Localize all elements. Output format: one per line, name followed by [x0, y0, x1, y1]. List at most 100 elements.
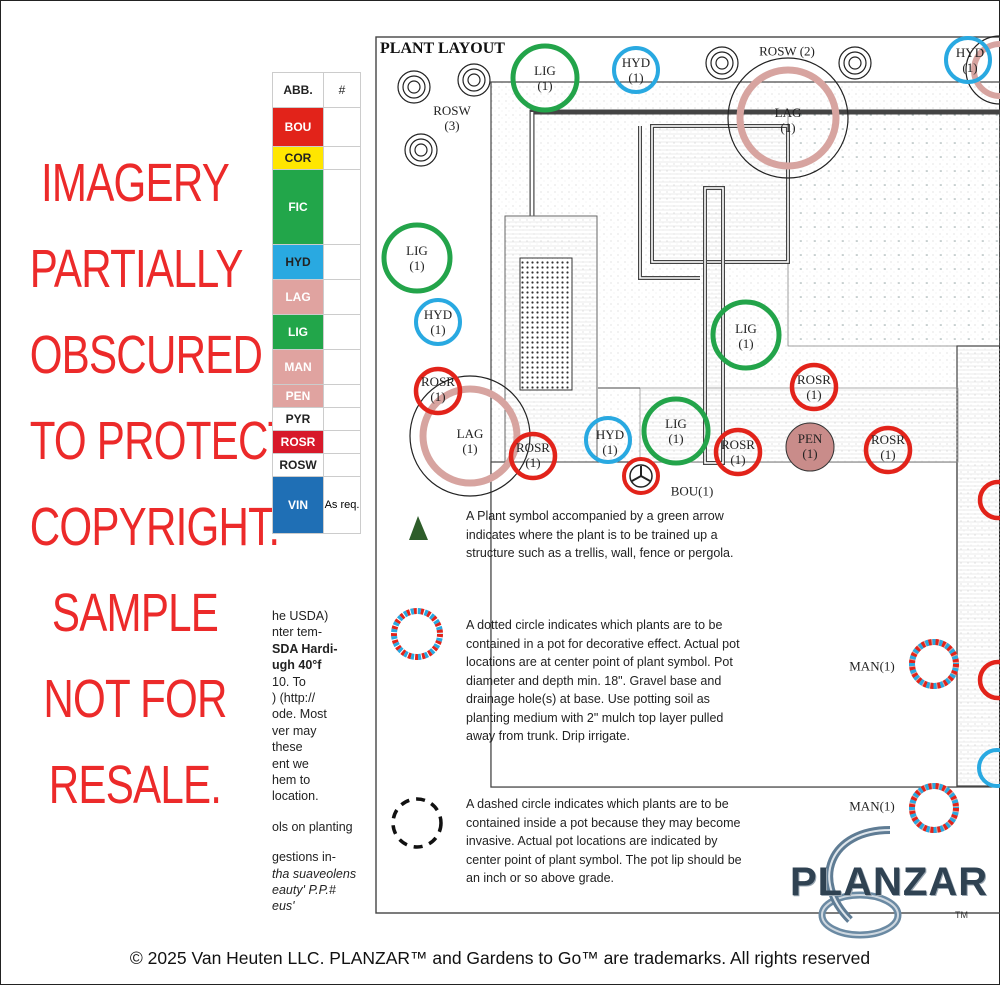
legend-count — [323, 107, 361, 147]
legend-row: COR — [272, 146, 361, 170]
plant-label-hyd-tr: HYD (1) — [955, 45, 985, 75]
plant-label-lig-low: LIG (1) — [665, 416, 687, 446]
cut-text-line: 10. To — [272, 674, 306, 689]
plant-label-rosr-b2: ROSR (1) — [721, 437, 755, 467]
legend-abb: PEN — [272, 384, 324, 408]
cut-text-line: he USDA) — [272, 609, 329, 623]
cut-text-line: eauty' P.P.# — [272, 883, 336, 897]
cut-text-line: ugh 40°f — [272, 658, 322, 673]
legend-abb: PYR — [272, 407, 324, 431]
watermark-line: TO PROTECT — [29, 411, 294, 471]
cut-text-line: ent we — [272, 756, 309, 771]
logo-tm: TM — [955, 910, 968, 920]
bou-symbol — [622, 457, 660, 495]
legend-count — [323, 279, 361, 315]
cut-text-line: ) (http:// — [272, 691, 316, 705]
rosw-symbol — [457, 63, 491, 97]
legend-row: PYR — [272, 407, 361, 431]
rosr-symbol — [789, 362, 839, 412]
hyd-symbol — [414, 298, 462, 346]
hyd-symbol — [612, 46, 660, 94]
plant-label-rosr-left: ROSR (1) — [421, 374, 455, 404]
legend-abb: LAG — [272, 279, 324, 315]
rosr-symbol — [977, 659, 1000, 701]
legend-row: ROSW — [272, 453, 361, 477]
hyd-symbol — [977, 748, 1000, 788]
plant-label-hyd-left: HYD (1) — [423, 307, 453, 337]
legend-abb: FIC — [272, 169, 324, 245]
legend-abb: BOU — [272, 107, 324, 147]
legend-count — [323, 430, 361, 454]
cut-text-line: ode. Most — [272, 707, 327, 722]
legend-row: HYD — [272, 244, 361, 280]
legend-count — [323, 384, 361, 408]
legend-row: LIG — [272, 314, 361, 350]
plant-label-rosw-3: ROSW (3) — [433, 103, 471, 133]
plant-label-man-1: MAN(1) — [849, 658, 895, 674]
plant-label-hyd-mid: HYD (1) — [595, 427, 625, 457]
lig-symbol — [641, 396, 711, 466]
note-trellis: A Plant symbol accompanied by a green ar… — [466, 509, 734, 560]
note-dashed-circle: A dashed circle indicates which plants a… — [466, 797, 742, 885]
legend-row: ROSR — [272, 430, 361, 454]
plant-label-lig-left: LIG (1) — [406, 243, 428, 273]
legend-count — [323, 146, 361, 170]
rosw-symbol — [404, 133, 438, 167]
plant-label-rosr-b1: ROSR (1) — [516, 440, 550, 470]
rosw-symbol — [838, 46, 872, 80]
cut-text-line: ver may — [272, 723, 317, 738]
watermark-line: NOT FOR — [43, 669, 227, 729]
plant-label-lag-left: LAG (1) — [456, 426, 484, 456]
rosr-symbol — [508, 431, 558, 481]
legend-count — [323, 314, 361, 350]
plant-label-rosr-mid: ROSR (1) — [797, 372, 831, 402]
dense-bed — [519, 257, 573, 391]
legend-count — [323, 453, 361, 477]
legend-abb: LIG — [272, 314, 324, 350]
plant-label-rosw-2: ROSW (2) — [759, 43, 815, 59]
legend-row: MAN — [272, 349, 361, 385]
legend-abb: COR — [272, 146, 324, 170]
note-dotted-circle: A dotted circle indicates which plants a… — [466, 618, 740, 743]
legend-count — [323, 244, 361, 280]
plan-drawing — [375, 35, 1000, 914]
watermark-line: RESALE. — [48, 755, 222, 815]
planzar-logo: PLANZAR TM — [790, 820, 990, 940]
plant-label-bou: BOU(1) — [670, 483, 714, 499]
rosw-symbols — [397, 46, 872, 167]
legend-row: FIC — [272, 169, 361, 245]
legend-count: As req. — [323, 476, 361, 534]
lower-area — [490, 461, 958, 788]
legend-abb: ROSR — [272, 430, 324, 454]
rosr-symbol — [863, 425, 913, 475]
legend-count — [323, 169, 361, 245]
legend-count — [323, 349, 361, 385]
hyd-symbol — [944, 36, 992, 84]
man-symbol — [909, 783, 959, 833]
man-symbol — [909, 639, 959, 689]
green-arrow-icon — [409, 516, 428, 540]
plant-label-lig-top: LIG (1) — [534, 63, 556, 93]
watermark-line: COPYRIGHT. — [29, 497, 280, 557]
rosr-symbol — [713, 427, 763, 477]
plant-label-hyd-top: HYD (1) — [621, 55, 651, 85]
cut-text-line: location. — [272, 789, 319, 804]
legend-row: PEN — [272, 384, 361, 408]
logo-wordmark: PLANZAR — [790, 860, 989, 904]
plant-label-lig-mid: LIG (1) — [735, 321, 757, 351]
dashed-circle-icon — [391, 797, 443, 849]
plant-layout-plan — [375, 35, 1000, 915]
lig-symbol — [510, 43, 580, 113]
watermark-line: SAMPLE — [51, 583, 219, 643]
dotted-bed — [787, 109, 1000, 347]
plant-label-man-2: MAN(1) — [849, 798, 895, 814]
legend-abb: VIN — [272, 476, 324, 534]
dotted-circle-icon — [391, 608, 443, 660]
legend-header-abb: ABB. — [272, 72, 324, 108]
cut-text-line: these — [272, 740, 303, 755]
legend-header-num: # — [323, 72, 361, 108]
cut-text-line: gestions in- — [272, 850, 336, 865]
pen-symbol — [785, 422, 835, 472]
